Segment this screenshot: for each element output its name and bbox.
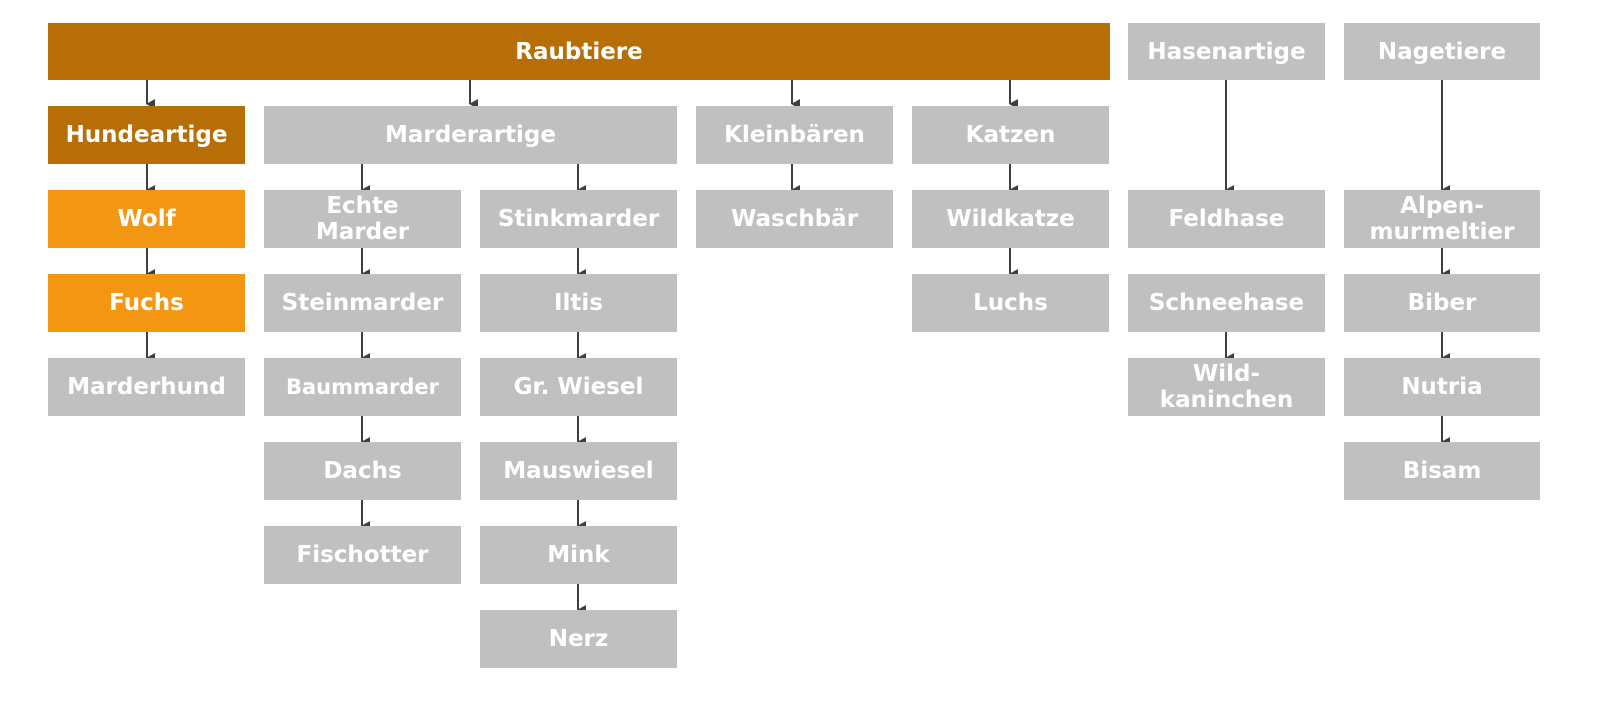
subfamily-echte-marder-label: Echte Marder	[315, 193, 410, 245]
species-wolf-label: Wolf	[117, 206, 176, 232]
group-hasenartige: Hasenartige	[1128, 23, 1325, 80]
species-wildkaninchen: Wild- kaninchen	[1128, 358, 1325, 416]
species-marderhund: Marderhund	[48, 358, 245, 416]
species-marderhund-label: Marderhund	[67, 374, 226, 400]
species-alpenmurmeltier-label: Alpen- murmeltier	[1369, 193, 1515, 245]
species-fuchs: Fuchs	[48, 274, 245, 332]
species-iltis-label: Iltis	[553, 290, 603, 316]
group-nagetiere-label: Nagetiere	[1377, 38, 1507, 65]
family-kleinbaeren-label: Kleinbären	[724, 122, 865, 148]
species-gr-wiesel: Gr. Wiesel	[480, 358, 677, 416]
family-kleinbaeren: Kleinbären	[696, 106, 893, 164]
species-feldhase-label: Feldhase	[1168, 206, 1285, 232]
species-steinmarder-label: Steinmarder	[281, 290, 444, 316]
group-nagetiere: Nagetiere	[1344, 23, 1540, 80]
species-schneehase: Schneehase	[1128, 274, 1325, 332]
species-schneehase-label: Schneehase	[1148, 290, 1305, 316]
family-marderartige: Marderartige	[264, 106, 677, 164]
species-luchs-label: Luchs	[973, 290, 1048, 316]
species-feldhase: Feldhase	[1128, 190, 1325, 248]
species-biber-label: Biber	[1407, 290, 1477, 316]
species-nutria: Nutria	[1344, 358, 1540, 416]
group-raubtiere-label: Raubtiere	[515, 38, 643, 65]
species-fuchs-label: Fuchs	[109, 290, 184, 316]
species-mauswiesel: Mauswiesel	[480, 442, 677, 500]
group-raubtiere: Raubtiere	[48, 23, 1110, 80]
subfamily-stinkmarder-label: Stinkmarder	[497, 206, 660, 232]
species-nerz: Nerz	[480, 610, 677, 668]
species-gr-wiesel-label: Gr. Wiesel	[513, 374, 644, 400]
species-wildkatze-label: Wildkatze	[946, 206, 1075, 232]
species-luchs: Luchs	[912, 274, 1109, 332]
species-steinmarder: Steinmarder	[264, 274, 461, 332]
species-fischotter: Fischotter	[264, 526, 461, 584]
species-bisam-label: Bisam	[1402, 458, 1482, 484]
species-baummarder: Baummarder	[264, 358, 461, 416]
species-waschbaer: Waschbär	[696, 190, 893, 248]
species-dachs-label: Dachs	[323, 458, 402, 484]
species-alpenmurmeltier: Alpen- murmeltier	[1344, 190, 1540, 248]
species-wolf: Wolf	[48, 190, 245, 248]
subfamily-stinkmarder: Stinkmarder	[480, 190, 677, 248]
species-baummarder-label: Baummarder	[285, 375, 440, 399]
species-biber: Biber	[1344, 274, 1540, 332]
species-nutria-label: Nutria	[1401, 374, 1483, 400]
species-mauswiesel-label: Mauswiesel	[503, 458, 654, 484]
species-nerz-label: Nerz	[548, 626, 609, 652]
group-hasenartige-label: Hasenartige	[1147, 38, 1306, 65]
family-hundeartige: Hundeartige	[48, 106, 245, 164]
family-hundeartige-label: Hundeartige	[65, 122, 228, 148]
family-katzen-label: Katzen	[965, 122, 1056, 148]
species-bisam: Bisam	[1344, 442, 1540, 500]
family-marderartige-label: Marderartige	[385, 122, 556, 148]
family-katzen: Katzen	[912, 106, 1109, 164]
species-wildkaninchen-label: Wild- kaninchen	[1159, 361, 1294, 413]
species-mink-label: Mink	[547, 542, 610, 568]
species-dachs: Dachs	[264, 442, 461, 500]
subfamily-echte-marder: Echte Marder	[264, 190, 461, 248]
species-waschbaer-label: Waschbär	[730, 206, 859, 232]
species-fischotter-label: Fischotter	[296, 542, 429, 568]
species-iltis: Iltis	[480, 274, 677, 332]
species-mink: Mink	[480, 526, 677, 584]
species-wildkatze: Wildkatze	[912, 190, 1109, 248]
